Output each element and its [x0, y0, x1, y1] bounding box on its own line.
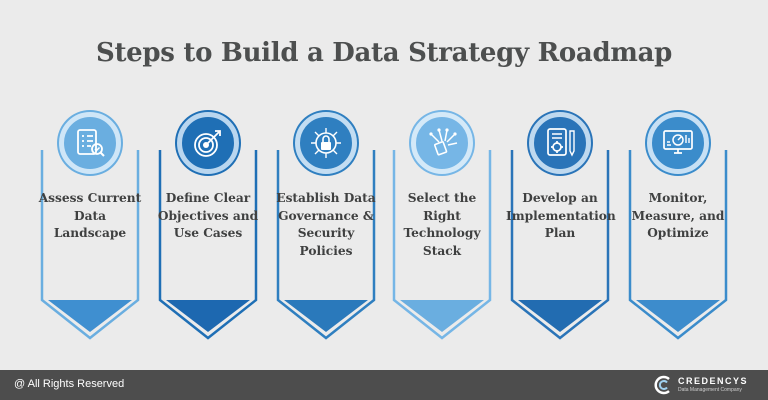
step-label: Select the Right Technology Stack — [403, 191, 481, 258]
step-frame — [276, 150, 376, 340]
step-label: Develop an Implementation Plan — [506, 191, 616, 240]
step-label: Define Clear Objectives and Use Cases — [157, 191, 259, 240]
lock-network-icon — [311, 128, 341, 158]
step-icon-circle — [177, 112, 239, 174]
step-frame — [40, 150, 140, 340]
monitor-dashboard-icon — [663, 130, 693, 154]
step-icon-circle — [295, 112, 357, 174]
credencys-logo-icon — [654, 375, 670, 395]
step-icon-circle — [411, 112, 473, 174]
steps-row: Assess Current Data Landscape Define Cle… — [39, 112, 728, 350]
step-card-6: Monitor, Measure, and Optimize — [628, 112, 728, 350]
step-label: Establish Data Governance & Security Pol… — [276, 191, 376, 258]
copyright-text: @ All Rights Reserved — [14, 378, 125, 390]
checklist-magnifier-icon — [77, 129, 105, 157]
brand-logo: CREDENCYS Data Management Company — [654, 374, 748, 396]
step-frame — [392, 150, 492, 340]
step-icon-circle — [529, 112, 591, 174]
step-card-4: Select the Right Technology Stack — [392, 112, 492, 350]
step-card-1: Assess Current Data Landscape — [39, 112, 141, 350]
step-icon-circle — [647, 112, 709, 174]
target-arrow-icon — [194, 130, 221, 157]
step-frame — [628, 150, 728, 340]
page-title: Steps to Build a Data Strategy Roadmap — [96, 38, 672, 68]
step-icon-circle — [59, 112, 121, 174]
step-frame — [510, 150, 610, 340]
footer-bar: @ All Rights Reserved CREDENCYS Data Man… — [0, 370, 768, 400]
step-label: Monitor, Measure, and Optimize — [631, 191, 725, 240]
brand-name: CREDENCYS — [677, 376, 748, 386]
step-card-2: Define Clear Objectives and Use Cases — [158, 112, 258, 350]
brand-tagline: Data Management Company — [677, 387, 742, 393]
technology-circuit-icon — [429, 128, 458, 156]
step-card-3: Establish Data Governance & Security Pol… — [276, 112, 376, 350]
step-card-5: Develop an Implementation Plan — [506, 112, 616, 350]
step-frame — [158, 150, 258, 340]
plan-document-gear-icon — [547, 128, 575, 157]
step-label: Assess Current Data Landscape — [38, 191, 142, 240]
